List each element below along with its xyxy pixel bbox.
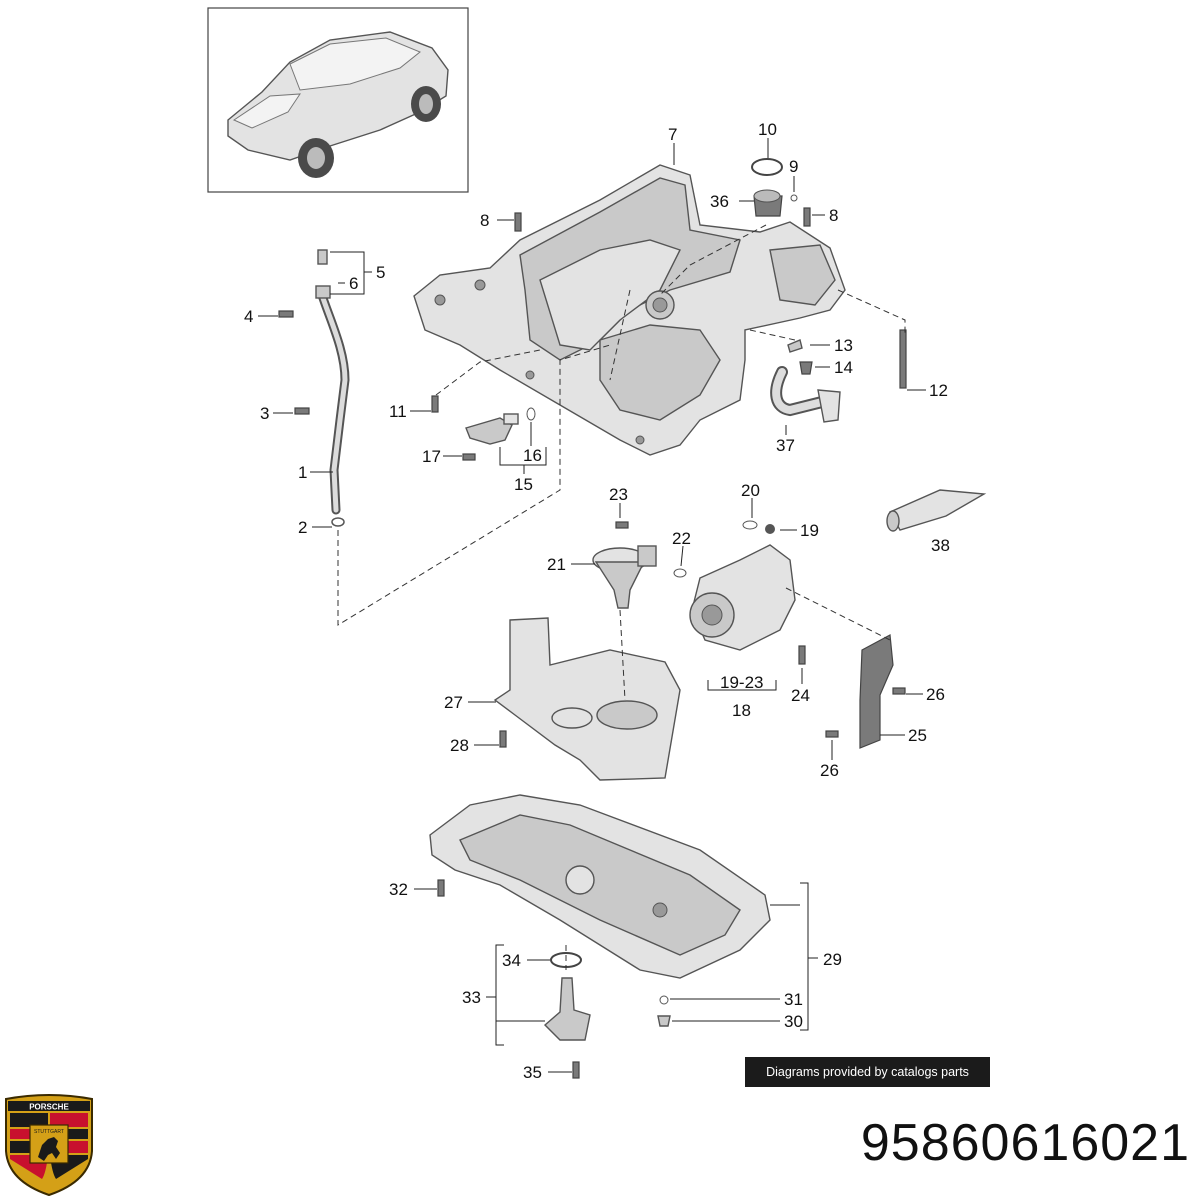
oil-hose (770, 366, 841, 423)
callout-22: 22 (672, 529, 691, 548)
callout-11: 11 (389, 402, 407, 421)
callout-18: 18 (732, 701, 751, 720)
callout-7: 7 (668, 125, 677, 144)
callout-30: 30 (784, 1012, 803, 1031)
callout-16: 16 (523, 446, 542, 465)
callout-10: 10 (758, 120, 777, 139)
part-number: 95860616021 (860, 1114, 1190, 1172)
callout-27: 27 (444, 693, 463, 712)
callout-32: 32 (389, 880, 408, 899)
chain-guide (859, 634, 894, 749)
callout-20: 20 (741, 481, 760, 500)
assembly-lines (337, 224, 906, 970)
diagram-credit: Diagrams provided by catalogs parts (745, 1057, 990, 1087)
callout-24: 24 (791, 686, 810, 705)
leader-lines (258, 138, 926, 1073)
callout-4: 4 (244, 307, 253, 326)
callout-37: 37 (776, 436, 795, 455)
bolts (278, 207, 907, 1079)
callout-8-right: 8 (829, 206, 838, 225)
callout-26-lower: 26 (820, 761, 839, 780)
oil-filler-neck (751, 158, 798, 217)
callout-5: 5 (376, 263, 385, 282)
callout-28: 28 (450, 736, 469, 755)
callout-9: 9 (789, 157, 798, 176)
callout-17: 17 (422, 447, 441, 466)
callout-21: 21 (547, 555, 566, 574)
callout-34: 34 (502, 951, 521, 970)
callout-38: 38 (931, 536, 950, 555)
callout-12: 12 (929, 381, 948, 400)
callout-19-23: 19-23 (720, 673, 763, 692)
level-sensor (543, 952, 671, 1041)
callout-numbers: 1 2 3 4 5 6 7 8 8 9 10 11 12 13 14 15 16… (244, 120, 950, 1082)
vehicle-thumbnail (207, 7, 469, 193)
callout-15: 15 (514, 475, 533, 494)
porsche-crest-logo: PORSCHE STUTTGART (5, 1094, 93, 1197)
callout-26-upper: 26 (926, 685, 945, 704)
callout-13: 13 (834, 336, 853, 355)
svg-text:PORSCHE: PORSCHE (29, 1103, 69, 1112)
lower-oil-pan (429, 794, 771, 979)
callout-33: 33 (462, 988, 481, 1007)
callout-1: 1 (298, 463, 307, 482)
callout-25: 25 (908, 726, 927, 745)
callout-31: 31 (784, 990, 803, 1009)
callout-8-left: 8 (480, 211, 489, 230)
dipstick-tube (315, 249, 350, 527)
callout-29: 29 (823, 950, 842, 969)
callout-36: 36 (710, 192, 729, 211)
sealant-tube (886, 489, 987, 532)
oil-baffle-bracket (493, 617, 681, 781)
callout-2: 2 (298, 518, 307, 537)
callout-35: 35 (523, 1063, 542, 1082)
svg-text:STUTTGART: STUTTGART (34, 1129, 64, 1135)
callout-6: 6 (349, 274, 358, 293)
oil-pickup (592, 545, 687, 609)
oil-pump (689, 520, 796, 651)
callout-23: 23 (609, 485, 628, 504)
upper-oil-pan (413, 164, 846, 456)
bracket-lines (330, 251, 818, 1046)
callout-3: 3 (260, 404, 269, 423)
callout-19: 19 (800, 521, 819, 540)
oil-level-sensor-15 (465, 407, 536, 445)
callout-14: 14 (834, 358, 853, 377)
